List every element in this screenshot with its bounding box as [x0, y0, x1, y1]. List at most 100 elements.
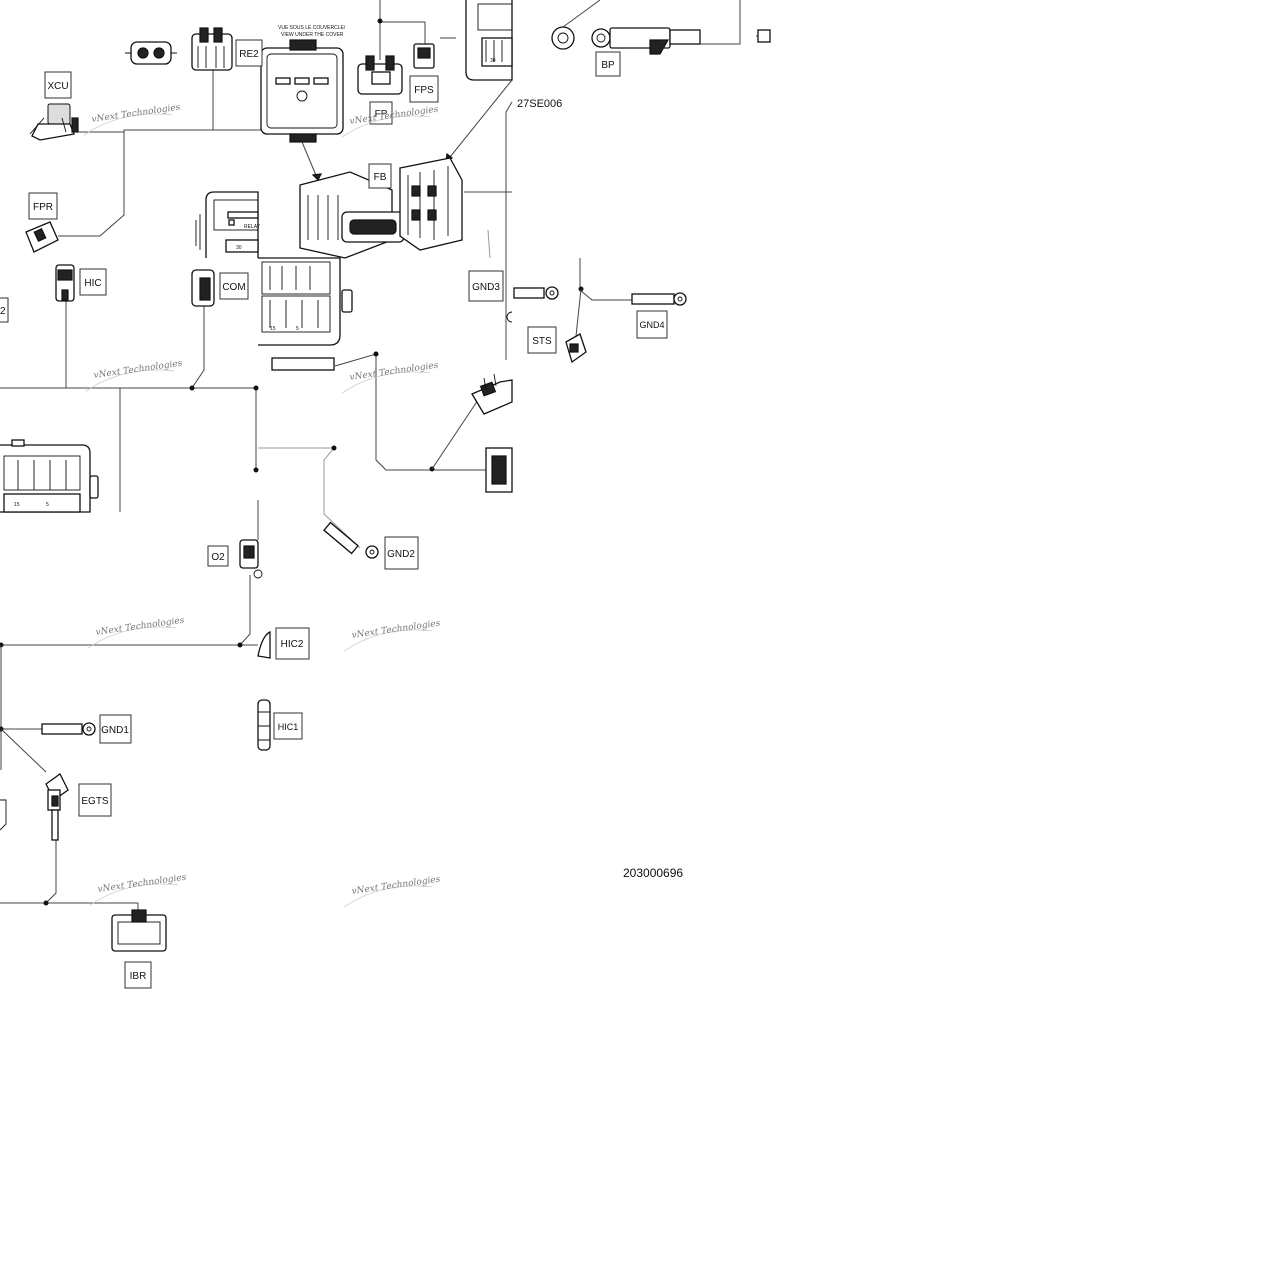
wire-sts	[575, 288, 582, 337]
connector-upper-right	[471, 373, 513, 415]
fuse-30-top-label: 30	[490, 58, 496, 64]
label-gnd4: GND4	[636, 310, 668, 339]
label-hic1-text: HIC1	[278, 722, 299, 732]
label-gnd3-text: GND3	[472, 282, 500, 293]
harness-wires	[0, 0, 770, 915]
fuse-15-middle-label: 15	[270, 326, 276, 332]
wire-egts-down	[45, 840, 57, 904]
label-fps-text: FPS	[414, 85, 434, 96]
ibr-connector	[111, 909, 167, 952]
wire-gnd4	[579, 258, 632, 301]
watermark-text: vNext Technologies	[97, 873, 187, 895]
watermark-text: vNext Technologies	[351, 619, 441, 641]
o2-sensor	[239, 539, 263, 579]
gnd2-terminal	[323, 521, 379, 559]
label-hic1: HIC1	[273, 712, 303, 740]
watermark: vNext Technologies	[343, 619, 441, 652]
wire-gnd3	[487, 229, 491, 259]
label-ibr-text: IBR	[130, 971, 147, 982]
relay-box: RELAY 30	[195, 191, 261, 258]
label-com-text: COM	[222, 282, 245, 293]
hic1-connector	[257, 699, 271, 751]
label-o2-text: O2	[211, 552, 225, 563]
wire-trunk-right	[505, 101, 513, 360]
label-fps: FPS	[409, 75, 439, 103]
panel-reference: 27SE006	[517, 98, 562, 110]
wire-right-lower	[334, 353, 512, 471]
fuse-5-middle-label: 5	[296, 326, 299, 332]
wire-connector-upper	[431, 399, 479, 470]
splice-node	[237, 642, 243, 648]
fuse-box-top: 30	[445, 0, 513, 164]
label-gnd1-text: GND1	[101, 725, 129, 736]
watermark: vNext Technologies	[87, 616, 185, 649]
splice-node	[377, 18, 383, 24]
view-note-fr: VUE SOUS LE COUVERCLE/	[278, 25, 346, 31]
watermark: vNext Technologies	[85, 359, 183, 392]
splice-node	[189, 385, 195, 391]
watermark-text: vNext Technologies	[349, 361, 439, 383]
egts-sensor	[0, 773, 69, 841]
wire-bp	[700, 0, 741, 45]
splice-node	[43, 900, 49, 906]
fp-connector	[357, 55, 403, 95]
watermark: vNext Technologies	[89, 873, 187, 906]
label-sts-text: STS	[532, 336, 552, 347]
watermark-text: vNext Technologies	[91, 103, 181, 125]
splice-node	[331, 445, 337, 451]
label-com: COM	[219, 272, 249, 300]
wire-gnd2	[258, 447, 361, 549]
gnd3-terminal	[506, 286, 559, 323]
sts-sensor	[565, 333, 587, 364]
component-labels: XCU RE2 FPS FP BP FB FPR HIC	[0, 39, 668, 989]
label-fp-text: FP	[375, 109, 388, 120]
watermark-text: vNext Technologies	[95, 616, 185, 638]
fuse-box-lower: 15 5	[0, 439, 99, 513]
gnd1-terminal	[41, 722, 96, 736]
splice-node	[253, 385, 259, 391]
fps-connector	[413, 43, 435, 69]
label-hic-text: HIC	[84, 278, 101, 289]
drawing-number: 203000696	[623, 866, 683, 880]
wire-egts	[0, 728, 47, 773]
fuse-box-middle: 15 5	[258, 257, 353, 371]
wire-ibr	[0, 902, 139, 915]
label-sts: STS	[527, 326, 557, 354]
watermark-text: vNext Technologies	[93, 359, 183, 381]
fpr-connector	[25, 221, 59, 253]
fuse-30-left-label: 30	[236, 245, 242, 251]
label-gnd1: GND1	[99, 714, 132, 744]
label-re2-text: RE2	[239, 49, 259, 60]
label-gnd2-text: GND2	[387, 549, 415, 560]
wire-fps	[379, 0, 426, 44]
wire-o2-down	[239, 575, 251, 646]
label-egts-text: EGTS	[81, 796, 109, 807]
wire-com	[191, 305, 205, 389]
bp-battery-cable	[551, 0, 771, 55]
label-bp-text: BP	[601, 60, 615, 71]
view-note-en: VIEW UNDER THE COVER	[281, 32, 344, 38]
watermark: vNext Technologies	[343, 875, 441, 908]
fb-fuse-block	[299, 157, 463, 259]
label-hic: HIC	[79, 268, 107, 296]
wire-xcu-trunk	[76, 129, 262, 133]
label-hic2-text: HIC2	[281, 639, 304, 650]
label-gnd4-text: GND4	[639, 320, 664, 330]
watermark-text: vNext Technologies	[351, 875, 441, 897]
hic2-connector	[257, 630, 271, 659]
label-hic2: HIC2	[275, 627, 310, 660]
label-fb: FB	[368, 163, 392, 189]
relay-text: RELAY	[244, 224, 261, 230]
label-xcu-text: XCU	[47, 81, 68, 92]
label-fpr: FPR	[28, 192, 58, 220]
label-fpr-text: FPR	[33, 202, 53, 213]
label-egts: EGTS	[78, 783, 112, 817]
label-partial-left-text: 2	[0, 306, 6, 317]
watermark: vNext Technologies	[341, 361, 439, 394]
label-re2: RE2	[235, 39, 263, 67]
label-gnd2: GND2	[384, 536, 419, 570]
twin-connector	[125, 41, 177, 65]
label-bp: BP	[595, 51, 621, 77]
label-ibr: IBR	[124, 961, 152, 989]
splice-node	[373, 351, 379, 357]
